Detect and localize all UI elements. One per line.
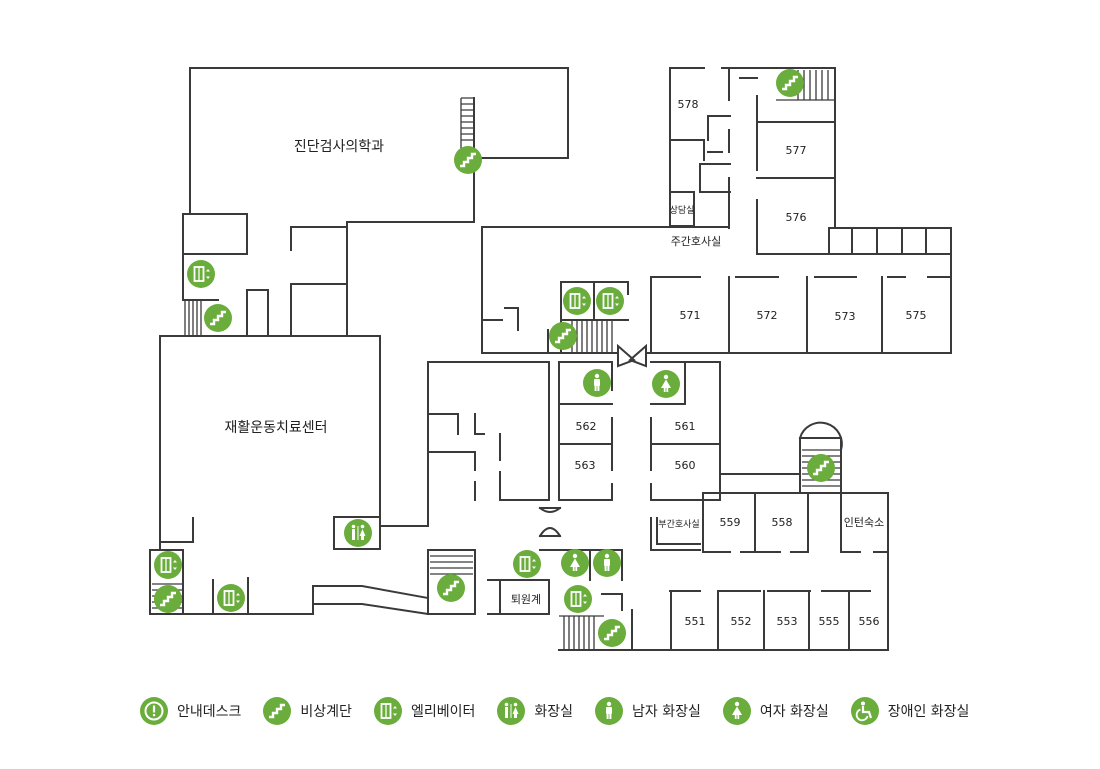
room-labels: 진단검사의학과 재활운동치료센터 578 577 576 상담실 주간호사실 5… (224, 98, 926, 628)
room-558: 558 (772, 516, 793, 529)
room-577: 577 (786, 144, 807, 157)
womens-restroom-icon (723, 697, 751, 725)
womens-restroom-icon[interactable] (652, 370, 680, 398)
legend-item-info-desk: 안내데스크 (140, 697, 241, 725)
legend-item-mens-restroom: 남자 화장실 (595, 697, 701, 725)
room-552: 552 (731, 615, 752, 628)
restroom-icon[interactable] (344, 519, 372, 547)
womens-restroom-icon[interactable] (561, 549, 589, 577)
emergency-stairs-icon[interactable] (154, 585, 182, 613)
room-561: 561 (675, 420, 696, 433)
legend-label: 비상계단 (300, 704, 352, 720)
map-legend: 안내데스크 비상계단 엘리베이터 화장실 남자 화장실 여자 화장실 장애인 화… (140, 696, 991, 726)
map-icons[interactable] (154, 69, 835, 647)
legend-item-restroom: 화장실 (497, 697, 573, 725)
emergency-stairs-icon[interactable] (549, 322, 577, 350)
room-559: 559 (720, 516, 741, 529)
elevator-icon[interactable] (154, 551, 182, 579)
room-551: 551 (685, 615, 706, 628)
legend-label: 장애인 화장실 (887, 704, 970, 720)
elevator-icon[interactable] (596, 287, 624, 315)
elevator-icon[interactable] (187, 260, 215, 288)
legend-item-emergency-stairs: 비상계단 (263, 697, 352, 725)
mens-restroom-icon (595, 697, 623, 725)
room-560: 560 (675, 459, 696, 472)
room-563: 563 (575, 459, 596, 472)
legend-label: 여자 화장실 (759, 704, 829, 720)
legend-label: 남자 화장실 (631, 704, 701, 720)
emergency-stairs-icon[interactable] (776, 69, 804, 97)
mens-restroom-icon[interactable] (583, 369, 611, 397)
info-desk-icon (140, 697, 168, 725)
elevator-icon[interactable] (564, 585, 592, 613)
room-rehab-center: 재활운동치료센터 (224, 420, 327, 436)
legend-item-accessible-restroom: 장애인 화장실 (851, 697, 970, 725)
building-walls (149, 67, 952, 651)
elevator-icon[interactable] (217, 584, 245, 612)
room-553: 553 (777, 615, 798, 628)
elevator-icon[interactable] (563, 287, 591, 315)
room-counsel: 상담실 (670, 204, 695, 216)
elevator-icon (374, 697, 402, 725)
doors (538, 343, 647, 538)
room-555: 555 (819, 615, 840, 628)
room-575: 575 (906, 309, 927, 322)
room-576: 576 (786, 211, 807, 224)
room-discharge: 퇴원계 (511, 593, 541, 606)
emergency-stairs-icon[interactable] (204, 304, 232, 332)
legend-label: 안내데스크 (177, 704, 242, 720)
legend-item-elevator: 엘리베이터 (374, 697, 475, 725)
emergency-stairs-icon (263, 697, 291, 725)
room-556: 556 (859, 615, 880, 628)
room-562: 562 (576, 420, 597, 433)
restroom-icon (497, 697, 525, 725)
mens-restroom-icon[interactable] (593, 549, 621, 577)
room-571: 571 (680, 309, 701, 322)
room-day-station: 주간호사실 (671, 235, 722, 248)
accessible-restroom-icon (851, 697, 879, 725)
legend-item-womens-restroom: 여자 화장실 (723, 697, 829, 725)
room-vice-station: 부간호사실 (658, 519, 699, 530)
legend-label: 화장실 (534, 704, 573, 720)
room-diag-lab: 진단검사의학과 (294, 139, 384, 155)
room-572: 572 (757, 309, 778, 322)
legend-label: 엘리베이터 (410, 704, 476, 720)
emergency-stairs-icon[interactable] (437, 574, 465, 602)
room-intern: 인턴숙소 (844, 516, 884, 529)
emergency-stairs-icon[interactable] (454, 146, 482, 174)
room-573: 573 (835, 310, 856, 323)
emergency-stairs-icon[interactable] (807, 454, 835, 482)
emergency-stairs-icon[interactable] (598, 619, 626, 647)
elevator-icon[interactable] (513, 550, 541, 578)
room-578: 578 (678, 98, 699, 111)
